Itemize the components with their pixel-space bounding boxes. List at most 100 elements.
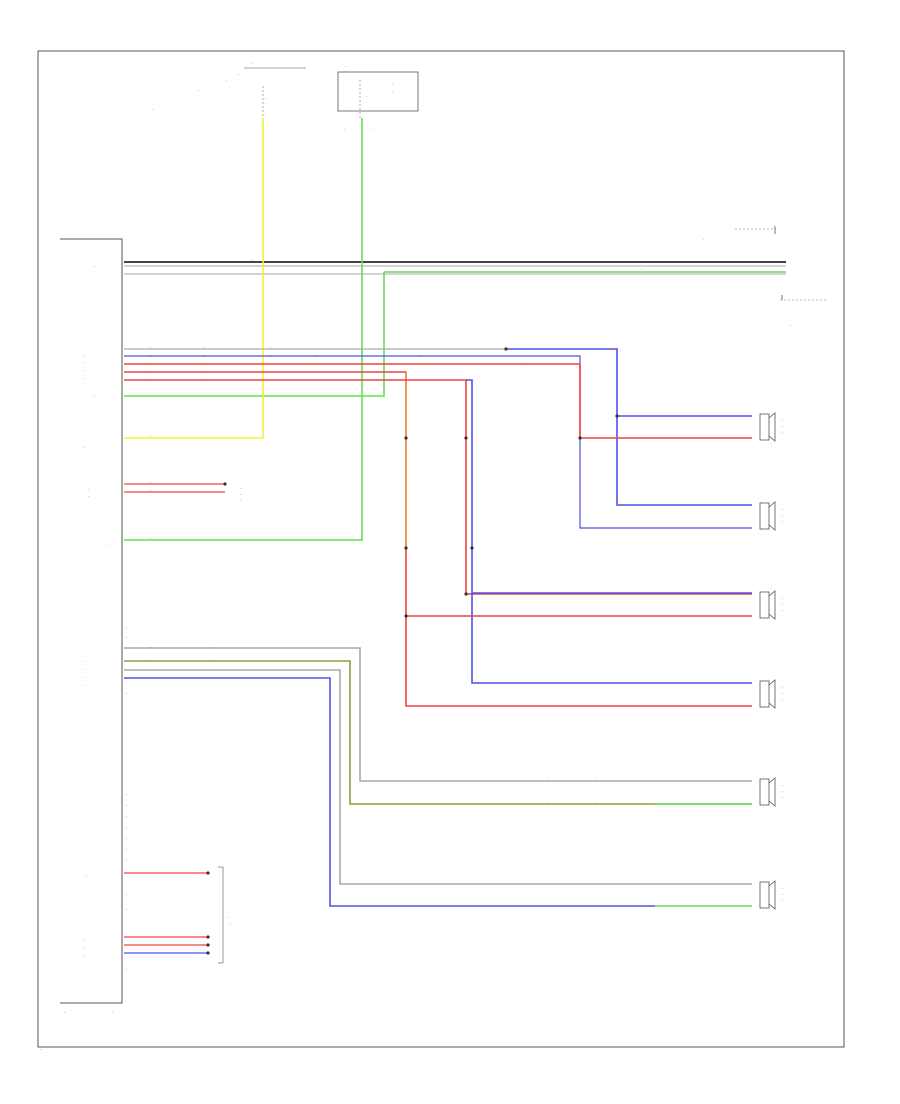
wire-tag: -: [596, 799, 598, 804]
wire-tag: -: [270, 352, 272, 357]
speaker-label: -: [782, 794, 784, 799]
wire-tag: -: [150, 535, 152, 540]
speaker-label: -: [782, 891, 784, 896]
speaker-label: -: [782, 506, 784, 511]
wire-tag: -: [520, 345, 522, 350]
fuse-box-2-line: -: [344, 126, 346, 131]
speaker-3: ---: [759, 590, 784, 620]
wire-tag: -: [210, 657, 212, 662]
pin-number: -: [126, 835, 128, 840]
audio-unit-label: -: [64, 1011, 66, 1016]
connector-end: [206, 871, 210, 875]
wire-rr-red: [124, 379, 752, 595]
wire-tag: -: [548, 799, 550, 804]
wire-tag: -: [150, 657, 152, 662]
speaker-label: -: [782, 684, 784, 689]
speaker-label: -: [782, 788, 784, 793]
pin-label: -: [82, 682, 84, 687]
fuse-box-1-line: -: [152, 106, 154, 111]
wire-layer: [124, 118, 786, 955]
splice-dot: [404, 546, 408, 550]
pin-label: -: [86, 872, 88, 877]
splice-dot: [404, 614, 408, 618]
wire-tag: -: [150, 376, 152, 381]
speaker-label: -: [782, 417, 784, 422]
speaker-label: -: [782, 518, 784, 523]
pin-label: -: [84, 352, 86, 357]
wire-tag: -: [641, 266, 643, 271]
pin-number: -: [126, 891, 128, 896]
wire-tag: -: [270, 344, 272, 349]
pin-labels: - - - - - - - - - - - - - - - - - -: [82, 263, 108, 958]
ground-1-label: -: [703, 236, 705, 241]
pin-number: -: [126, 857, 128, 862]
pin-label: -: [88, 493, 90, 498]
splice-dot: [504, 347, 508, 351]
wire-tag: -: [203, 376, 205, 381]
pin-label: -: [84, 444, 86, 449]
wire-right-plus: [124, 669, 752, 885]
connector-end: [206, 935, 210, 939]
speaker-label: -: [782, 897, 784, 902]
system-1: - - -: [240, 485, 242, 502]
fuse-box-1-title: -: [252, 60, 254, 65]
splice-dot: [578, 436, 582, 440]
pin-label: -: [84, 937, 86, 942]
system-1-line: -: [240, 485, 242, 490]
fuse-box-2-line: -: [370, 126, 372, 131]
wire-tag: -: [150, 352, 152, 357]
wire-rr-blue: [506, 348, 752, 506]
fuse-box-2: - - - - - -: [337, 63, 419, 131]
fuse-box-2-title: -: [345, 63, 347, 68]
pin-number-column: - - - - - - - - - - - - -: [126, 624, 128, 971]
speaker-label: -: [782, 512, 784, 517]
speaker-1: ---: [759, 412, 784, 442]
pin-number: -: [126, 846, 128, 851]
wire-rf-red: [124, 363, 752, 439]
pin-label: -: [84, 367, 86, 372]
pin-label: -: [94, 263, 96, 268]
system-2: - -: [218, 866, 232, 964]
speaker-label: -: [782, 607, 784, 612]
speaker-label: -: [782, 601, 784, 606]
speaker-layer: ------------------: [759, 412, 784, 910]
connector-end: [223, 482, 227, 486]
wire-fuse-green: [124, 118, 363, 541]
fuse-box-2-line: -: [392, 88, 394, 93]
splice-dot: [404, 436, 408, 440]
fuse-box-1-line: -: [226, 77, 228, 82]
wire-tag: -: [150, 368, 152, 373]
splice-dot: [470, 546, 474, 550]
speaker-label: -: [782, 690, 784, 695]
speaker-label: -: [782, 429, 784, 434]
pin-number: -: [126, 906, 128, 911]
pin-number: -: [126, 966, 128, 971]
wire-tag: -: [150, 479, 152, 484]
fuse-box-1-line: -: [198, 87, 200, 92]
wire-rr2-blue: [466, 379, 752, 684]
wire-tag: -: [316, 352, 318, 357]
wire-tag: -: [150, 487, 152, 492]
wire-lf-blue: [124, 355, 752, 529]
speaker-label: -: [782, 885, 784, 890]
system-2-line: -: [228, 914, 230, 919]
speaker-2: ---: [759, 501, 784, 531]
pin-label: -: [84, 945, 86, 950]
wire-tag: -: [548, 775, 550, 780]
wire-tag: -: [520, 360, 522, 365]
audio-unit-mark: -: [112, 1008, 114, 1013]
system-1-line: -: [240, 497, 242, 502]
pin-number: -: [126, 624, 128, 629]
audio-unit-outline: [60, 238, 123, 1004]
speaker-5: ---: [759, 777, 784, 807]
fuse-box-1-line: -: [238, 71, 240, 76]
wire-tag: -: [203, 368, 205, 373]
wire-lr-red: [124, 371, 752, 707]
wire-tag: -: [150, 644, 152, 649]
wire-tag: -: [210, 644, 212, 649]
pin-label: -: [106, 542, 108, 547]
speaker-6: ---: [759, 880, 784, 910]
fuse-box-2-line: -: [392, 80, 394, 85]
